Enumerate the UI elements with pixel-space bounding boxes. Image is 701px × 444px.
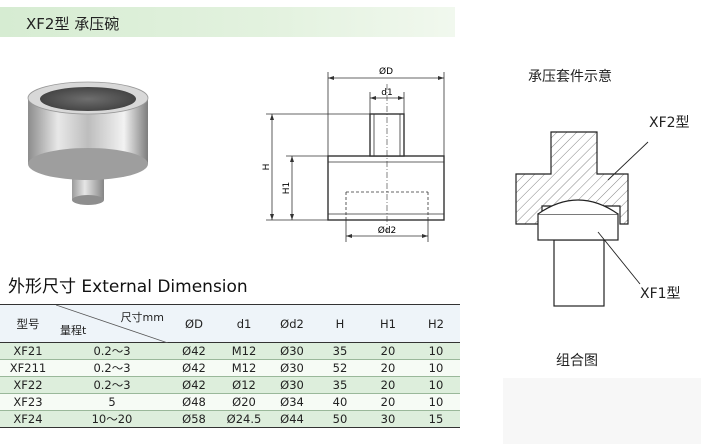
cell-range: 10～20 bbox=[56, 410, 168, 428]
cell-h2: 15 bbox=[412, 410, 460, 428]
header-size: 尺寸mm bbox=[120, 311, 164, 324]
cell-range: 5 bbox=[56, 393, 168, 411]
cell-d1: Ø12 bbox=[220, 376, 268, 394]
page-title: XF2型 承压碗 bbox=[26, 15, 120, 33]
part-label-xf1: XF1型 bbox=[640, 286, 681, 302]
cell-d: Ø48 bbox=[168, 393, 220, 411]
cell-h1: 20 bbox=[364, 376, 412, 394]
cell-model: XF24 bbox=[0, 410, 56, 428]
cell-d1: Ø20 bbox=[220, 393, 268, 411]
cell-model: XF21 bbox=[0, 342, 56, 360]
cell-h: 50 bbox=[316, 410, 364, 428]
dim-d2-label: Ød2 bbox=[378, 225, 397, 236]
table-header-row: 型号 尺寸mm 量程t ØD d1 Ød2 H H1 H2 bbox=[0, 304, 460, 343]
product-photo bbox=[27, 81, 149, 205]
dim-h1-label: H1 bbox=[282, 182, 292, 195]
cell-d1: M12 bbox=[220, 342, 268, 360]
cell-d2: Ø44 bbox=[268, 410, 316, 428]
dim-h-label: H bbox=[262, 164, 272, 171]
dimension-table: 型号 尺寸mm 量程t ØD d1 Ød2 H H1 H2 XF21 0.2～3… bbox=[0, 304, 460, 428]
table-heading: 外形尺寸 External Dimension bbox=[8, 277, 248, 297]
technical-drawing: ØD d1 Ød2 H H1 bbox=[262, 66, 445, 242]
cell-d1: M12 bbox=[220, 359, 268, 377]
header-range: 量程t bbox=[60, 324, 87, 337]
cell-h1: 20 bbox=[364, 393, 412, 411]
header-d: ØD bbox=[168, 304, 220, 343]
cell-h2: 10 bbox=[412, 393, 460, 411]
cell-d2: Ø30 bbox=[268, 376, 316, 394]
cell-d: Ø42 bbox=[168, 376, 220, 394]
header-model: 型号 bbox=[0, 304, 56, 343]
cell-d2: Ø30 bbox=[268, 342, 316, 360]
title-bar: XF2型 承压碗 bbox=[0, 7, 455, 37]
part-label-xf2: XF2型 bbox=[649, 115, 690, 131]
cell-h: 35 bbox=[316, 376, 364, 394]
cell-h: 40 bbox=[316, 393, 364, 411]
cell-range: 0.2～3 bbox=[56, 359, 168, 377]
table-row: XF22 0.2～3 Ø42 Ø12 Ø30 35 20 10 bbox=[0, 376, 460, 394]
cell-d: Ø42 bbox=[168, 359, 220, 377]
table-row: XF24 10～20 Ø58 Ø24.5 Ø44 50 30 15 bbox=[0, 410, 460, 428]
cell-h1: 20 bbox=[364, 342, 412, 360]
table-row: XF21 0.2～3 Ø42 M12 Ø30 35 20 10 bbox=[0, 342, 460, 360]
header-h2: H2 bbox=[412, 304, 460, 343]
cell-range: 0.2～3 bbox=[56, 376, 168, 394]
cell-d: Ø42 bbox=[168, 342, 220, 360]
header-d1: d1 bbox=[220, 304, 268, 343]
cell-model: XF23 bbox=[0, 393, 56, 411]
header-d2: Ød2 bbox=[268, 304, 316, 343]
cell-d1: Ø24.5 bbox=[220, 410, 268, 428]
header-h1: H1 bbox=[364, 304, 412, 343]
table-row: XF23 5 Ø48 Ø20 Ø34 40 20 10 bbox=[0, 393, 460, 411]
cell-h2: 10 bbox=[412, 359, 460, 377]
cell-h: 52 bbox=[316, 359, 364, 377]
header-h: H bbox=[316, 304, 364, 343]
assembly-diagram bbox=[515, 131, 649, 307]
assembly-title: 承压套件示意 bbox=[528, 69, 612, 85]
cell-d2: Ø30 bbox=[268, 359, 316, 377]
header-size-range: 尺寸mm 量程t bbox=[56, 304, 168, 343]
cell-d: Ø58 bbox=[168, 410, 220, 428]
dim-d1-label: d1 bbox=[381, 88, 392, 98]
assembly-caption: 组合图 bbox=[556, 353, 598, 369]
dim-d-label: ØD bbox=[379, 66, 393, 77]
cell-h2: 10 bbox=[412, 342, 460, 360]
corner-overlay bbox=[503, 378, 701, 444]
cell-h: 35 bbox=[316, 342, 364, 360]
cell-h1: 30 bbox=[364, 410, 412, 428]
cell-range: 0.2～3 bbox=[56, 342, 168, 360]
cell-h1: 20 bbox=[364, 359, 412, 377]
cell-h2: 10 bbox=[412, 376, 460, 394]
cell-model: XF22 bbox=[0, 376, 56, 394]
table-row: XF211 0.2～3 Ø42 M12 Ø30 52 20 10 bbox=[0, 359, 460, 377]
cell-d2: Ø34 bbox=[268, 393, 316, 411]
cell-model: XF211 bbox=[0, 359, 56, 377]
